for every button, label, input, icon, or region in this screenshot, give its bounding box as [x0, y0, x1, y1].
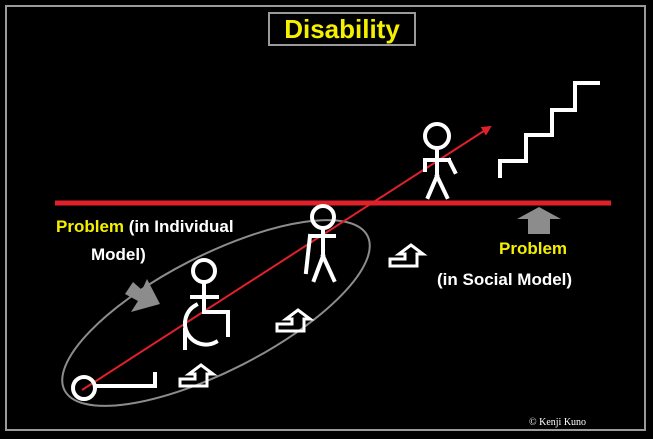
up-arrow-icon	[517, 207, 561, 234]
progress-arrow	[81, 125, 492, 391]
down-arrow-icon	[125, 279, 160, 312]
individual-model-paren-1: (in Individual	[128, 217, 234, 236]
wheelchair-user-icon	[182, 258, 230, 350]
staircase-icon	[498, 81, 600, 178]
title-box: Disability	[268, 12, 416, 46]
walking-person-icon	[423, 122, 458, 200]
step-up-arrow-icon	[388, 243, 428, 268]
slide-title: Disability	[284, 14, 400, 44]
lying-person-icon	[71, 372, 157, 401]
individual-model-ellipse	[61, 219, 371, 407]
step-up-arrow-icon	[178, 363, 218, 388]
crutch-user-icon	[303, 204, 337, 283]
slide-frame	[5, 5, 646, 431]
individual-model-label-line1: Problem (in Individual	[56, 217, 234, 237]
copyright-notice: © Kenji Kuno	[529, 417, 587, 428]
social-model-paren: (in Social Model)	[437, 270, 573, 289]
individual-problem-word: Problem	[56, 217, 125, 236]
individual-model-paren-2: Model)	[91, 245, 146, 264]
social-problem-word: Problem	[499, 239, 568, 258]
step-up-arrow-icon	[275, 308, 315, 333]
